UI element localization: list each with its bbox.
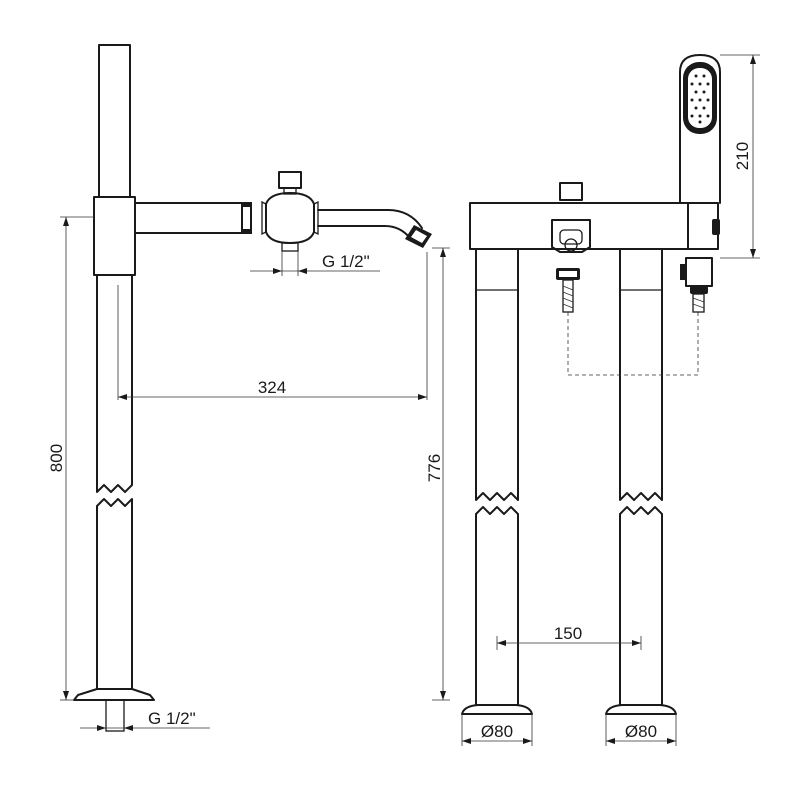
side-column-top xyxy=(98,44,131,198)
front-diverter-knob xyxy=(559,182,583,201)
dim-base-diameter-right: Ø80 xyxy=(625,722,657,741)
side-column-upper xyxy=(96,274,133,493)
dim-spout-reach: 324 xyxy=(258,378,286,397)
front-right-leg-upper xyxy=(619,248,663,501)
dim-leg-spacing: 150 xyxy=(554,624,582,643)
front-left-leg-lower xyxy=(475,506,519,706)
front-holder-clip xyxy=(712,219,720,235)
dim-base-diameter-left: Ø80 xyxy=(481,722,513,741)
front-handshower-nozzles xyxy=(690,74,710,124)
front-hose-fitting xyxy=(690,286,708,294)
dim-spout-height: 776 xyxy=(425,454,444,482)
side-view xyxy=(73,44,432,732)
front-valve-inner xyxy=(559,229,583,245)
side-body-block xyxy=(93,196,136,276)
front-hose-braid-lines xyxy=(692,297,705,309)
side-diverter-knob xyxy=(278,171,302,189)
side-shower-outlet xyxy=(281,242,299,252)
front-right-leg-lower xyxy=(619,506,663,706)
side-inlet-pipe xyxy=(105,699,125,732)
front-hose-connector xyxy=(685,257,713,287)
side-mixer-body-ring xyxy=(261,200,319,236)
front-right-base xyxy=(605,704,677,715)
dim-handshower-height: 210 xyxy=(733,142,752,170)
front-view-dimensions: 210 150 Ø80 Ø80 xyxy=(461,54,760,746)
side-view-dimensions: 800 776 324 G 1/2" G 1/2" xyxy=(47,216,450,731)
side-base-plate xyxy=(73,688,155,701)
front-valve-hose-braid xyxy=(562,285,574,309)
front-hose-route xyxy=(567,312,699,376)
front-threaded-connector-inner xyxy=(559,271,577,277)
side-curved-spout xyxy=(317,209,423,239)
side-column-lower xyxy=(96,498,133,690)
side-spout-arm xyxy=(134,202,244,234)
front-left-leg-upper xyxy=(475,248,519,501)
front-body-bar xyxy=(469,202,689,250)
side-coupling-ring-inner xyxy=(243,207,250,229)
front-valve-nut xyxy=(564,238,578,252)
dim-shower-outlet-thread: G 1/2" xyxy=(322,252,370,271)
front-valve-body xyxy=(551,219,591,253)
side-spout-aerator-inner xyxy=(411,230,427,243)
front-handshower-face xyxy=(688,68,712,128)
front-hose-connector-cap xyxy=(680,264,686,280)
side-mixer-body xyxy=(265,192,315,244)
front-left-base xyxy=(461,704,533,715)
front-handshower xyxy=(679,54,721,204)
front-view xyxy=(461,54,721,715)
dim-total-height: 800 xyxy=(47,444,66,472)
dim-inlet-thread: G 1/2" xyxy=(148,709,196,728)
front-hose-braid xyxy=(692,293,705,313)
